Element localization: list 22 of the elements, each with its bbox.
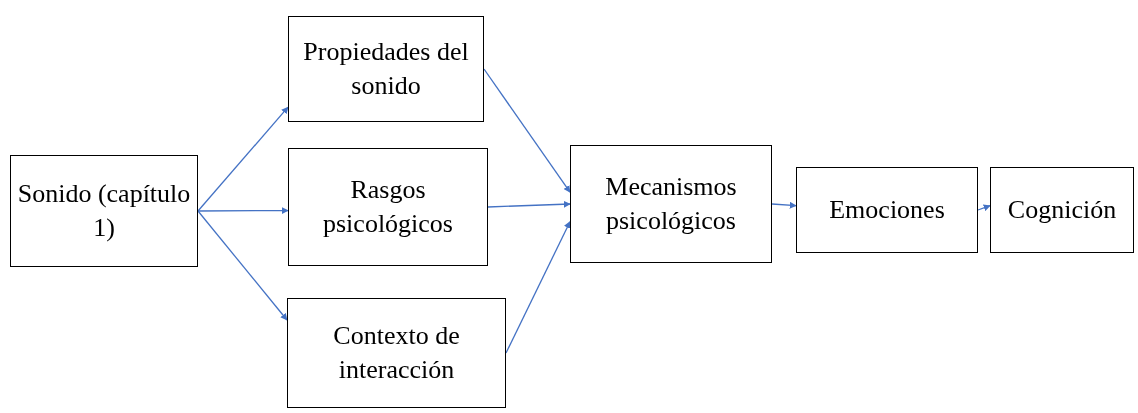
process-box	[10, 155, 198, 267]
arrow	[483, 68, 571, 193]
arrow	[197, 210, 288, 321]
arrow	[977, 204, 991, 212]
process-box	[287, 298, 506, 408]
arrow	[505, 221, 571, 354]
box-label: Sonido (capítulo 1)	[16, 178, 192, 244]
process-box	[570, 145, 772, 263]
process-box	[288, 148, 488, 266]
process-box	[288, 16, 484, 122]
process-box	[990, 167, 1134, 253]
arrow	[771, 201, 797, 209]
box-label: Rasgos psicológicos	[322, 174, 454, 240]
box-label: Propiedades del sonido	[302, 36, 470, 102]
box-label: Contexto de interacción	[332, 320, 461, 386]
box-label: Emociones	[829, 194, 945, 227]
arrow	[197, 106, 289, 212]
box-label: Mecanismos psicológicos	[604, 171, 738, 237]
box-label: Cognición	[1007, 194, 1117, 227]
arrow	[487, 200, 571, 208]
process-box	[796, 167, 978, 253]
arrow	[197, 207, 289, 215]
